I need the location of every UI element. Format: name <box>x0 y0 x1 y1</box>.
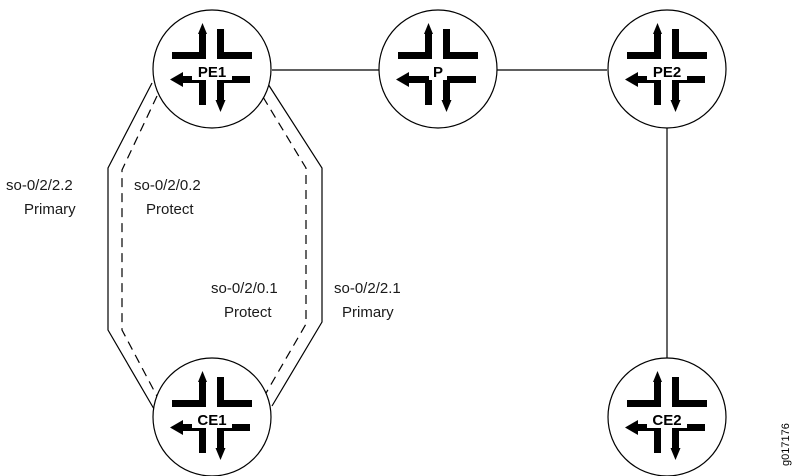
outer-right-interface: so-0/2/2.1 <box>334 280 401 297</box>
outer-left-role: Primary <box>24 201 76 218</box>
link-outer-left <box>107 82 155 410</box>
router-ce2[interactable]: CE2 <box>607 357 727 476</box>
link-outer-right <box>267 83 323 407</box>
router-ce1-label: CE1 <box>197 412 226 429</box>
router-ce1[interactable]: CE1 <box>152 357 272 476</box>
link-label-outer-right: so-0/2/2.1 Primary <box>334 280 401 321</box>
link-inner-right <box>261 96 307 401</box>
router-pe1[interactable]: PE1 <box>152 9 272 129</box>
inner-left-role: Protect <box>146 201 194 218</box>
router-pe2[interactable]: PE2 <box>607 9 727 129</box>
inner-right-role: Protect <box>224 304 272 321</box>
outer-left-interface: so-0/2/2.2 <box>6 177 73 194</box>
router-pe2-label: PE2 <box>653 64 681 81</box>
link-label-outer-left: so-0/2/2.2 Primary <box>6 177 76 218</box>
figure-id: g017176 <box>780 423 792 466</box>
router-pe1-label: PE1 <box>198 64 226 81</box>
inner-left-interface: so-0/2/0.2 <box>134 177 201 194</box>
link-inner-left <box>121 95 160 401</box>
inner-right-interface: so-0/2/0.1 <box>211 280 278 297</box>
router-p[interactable]: P <box>378 9 498 129</box>
link-label-inner-right: so-0/2/0.1 Protect <box>211 280 278 321</box>
link-label-inner-left: so-0/2/0.2 Protect <box>134 177 201 218</box>
links <box>107 69 668 410</box>
router-ce2-label: CE2 <box>652 412 681 429</box>
outer-right-role: Primary <box>342 304 394 321</box>
router-p-label: P <box>433 64 443 81</box>
